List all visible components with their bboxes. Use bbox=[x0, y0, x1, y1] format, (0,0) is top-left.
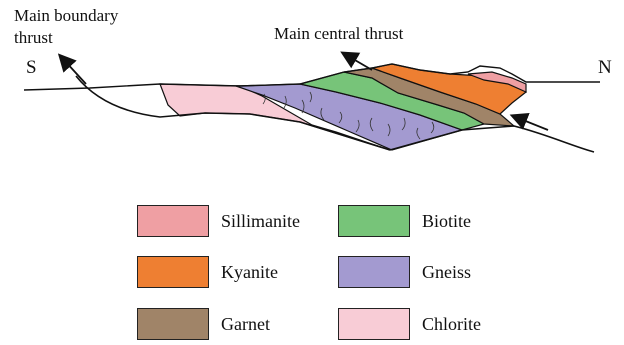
legend-swatch-garnet bbox=[137, 308, 209, 340]
legend-swatch-gneiss bbox=[338, 256, 410, 288]
legend-item-garnet: Garnet bbox=[137, 307, 270, 341]
north-label: N bbox=[598, 58, 612, 77]
main-boundary-thrust-label-line2: thrust bbox=[14, 28, 53, 47]
legend-item-gneiss: Gneiss bbox=[338, 255, 471, 289]
legend-label-sillimanite: Sillimanite bbox=[221, 211, 300, 232]
legend-item-kyanite: Kyanite bbox=[137, 255, 278, 289]
main-central-thrust-label: Main central thrust bbox=[274, 24, 403, 43]
legend-label-garnet: Garnet bbox=[221, 314, 270, 335]
south-label: S bbox=[26, 58, 37, 77]
legend-swatch-biotite bbox=[338, 205, 410, 237]
legend-label-biotite: Biotite bbox=[422, 211, 471, 232]
legend-label-kyanite: Kyanite bbox=[221, 262, 278, 283]
legend-swatch-chlorite bbox=[338, 308, 410, 340]
legend-label-gneiss: Gneiss bbox=[422, 262, 471, 283]
legend-item-sillimanite: Sillimanite bbox=[137, 204, 300, 238]
legend-label-chlorite: Chlorite bbox=[422, 314, 481, 335]
main-boundary-thrust-label-line1: Main boundary bbox=[14, 6, 118, 25]
legend-swatch-sillimanite bbox=[137, 205, 209, 237]
legend-swatch-kyanite bbox=[137, 256, 209, 288]
central-thrust-arrow bbox=[348, 56, 372, 70]
legend-item-chlorite: Chlorite bbox=[338, 307, 481, 341]
legend-item-biotite: Biotite bbox=[338, 204, 471, 238]
boundary-thrust-arrow bbox=[64, 60, 86, 84]
